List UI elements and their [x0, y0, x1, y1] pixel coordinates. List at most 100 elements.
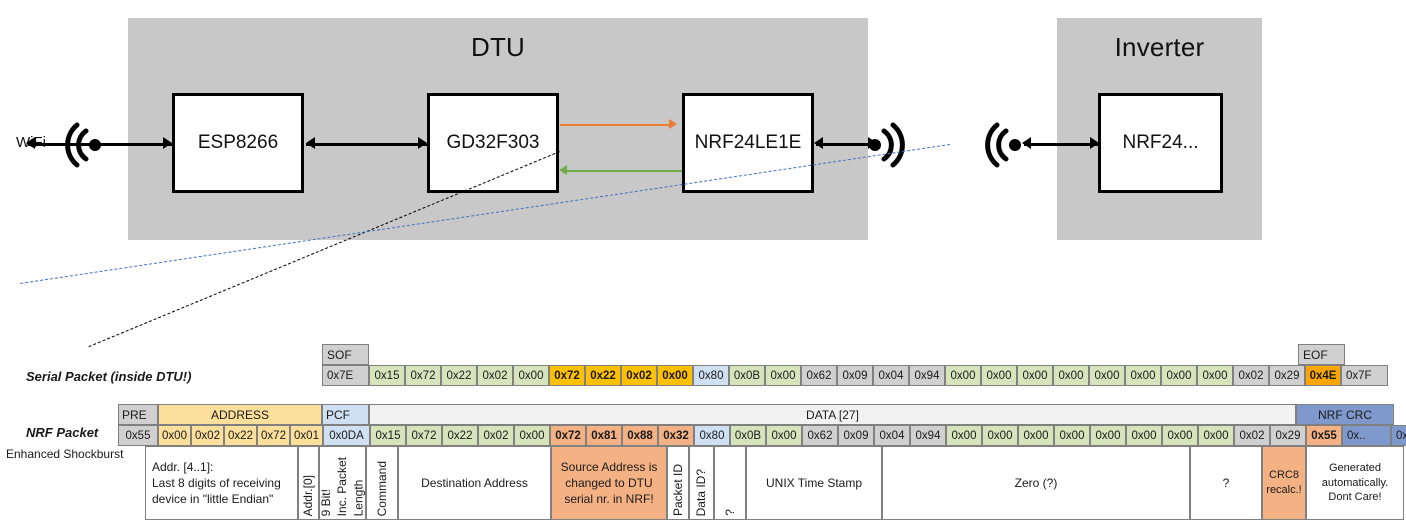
nrf-byte-9: 0x80 [694, 425, 730, 446]
arrowhead-right-esp [163, 137, 172, 149]
rf-antenna-icon-inverter [985, 122, 1021, 168]
nrf-byte-11: 0x00 [766, 425, 802, 446]
desc-addr-4-1: Addr. [4..1]: Last 8 digits of receiving… [145, 446, 298, 520]
chip-nrf24: NRF24... [1098, 93, 1223, 193]
desc-addr-0: Addr.[0] [298, 446, 319, 520]
serial-byte-3: 0x02 [477, 365, 513, 386]
arrowhead-right-dtu-antenna [868, 137, 877, 149]
desc-source-address: Source Address is changed to DTU serial … [551, 446, 667, 520]
nrf-crc-group: 0x..0x.. [1342, 425, 1406, 446]
desc-packet-id: Packet ID [667, 446, 689, 520]
nrf-byte-15: 0x94 [910, 425, 946, 446]
serial-byte-17: 0x00 [981, 365, 1017, 386]
desc-zero: Zero (?) [882, 446, 1190, 520]
nrf-header-pcf: PCF [322, 404, 369, 425]
serial-packet-label: Serial Packet (inside DTU!) [26, 369, 192, 384]
nrf-byte-14: 0x04 [874, 425, 910, 446]
serial-byte-0: 0x15 [369, 365, 405, 386]
serial-sof-header: SOF [322, 344, 369, 365]
link-nrf-antenna [816, 143, 878, 146]
nrf-byte-1: 0x72 [406, 425, 442, 446]
nrf-byte-19: 0x00 [1054, 425, 1090, 446]
link-inverter-antenna-nrf24 [1024, 143, 1100, 146]
nrf-byte-4: 0x00 [514, 425, 550, 446]
arrowhead-right-orange [669, 119, 677, 129]
serial-byte-13: 0x09 [837, 365, 873, 386]
desc-packet-id-label: Packet ID [670, 463, 685, 516]
desc-crc8: CRC8 recalc.! [1262, 446, 1306, 520]
serial-header-row: SOF [322, 344, 369, 365]
serial-byte-12: 0x62 [801, 365, 837, 386]
serial-byte-20: 0x00 [1089, 365, 1125, 386]
desc-command-label: Command [374, 460, 389, 516]
desc-nrf-crc-note-label: Generated automatically. Dont Care! [1321, 461, 1389, 504]
serial-byte-5: 0x72 [549, 365, 585, 386]
chip-esp8266: ESP8266 [172, 93, 304, 193]
serial-byte-10: 0x0B [729, 365, 765, 386]
nrf-byte-25: 0x29 [1270, 425, 1306, 446]
inverter-enclosure: Inverter [1057, 18, 1262, 240]
serial-eof-header: EOF [1298, 344, 1345, 365]
inverter-title: Inverter [1114, 32, 1205, 62]
nrf-pre-value: 0x55 [118, 425, 158, 446]
nrf-header-row: PRE ADDRESS PCF DATA [27] NRF CRC [118, 404, 1394, 425]
serial-byte-19: 0x00 [1053, 365, 1089, 386]
nrf-address-byte-2: 0x22 [224, 425, 257, 446]
serial-byte-7: 0x02 [621, 365, 657, 386]
nrf-address-byte-1: 0x02 [191, 425, 224, 446]
link-nrf-to-gd32-green [566, 170, 682, 172]
serial-byte-4: 0x00 [513, 365, 549, 386]
nrf-header-data: DATA [27] [369, 404, 1296, 425]
arrowhead-right-gd32 [418, 137, 427, 149]
desc-destination-address-label: Destination Address [421, 475, 528, 490]
nrf-pcf-value: 0x0DA [323, 425, 370, 446]
nrf-header-pre: PRE [118, 404, 158, 425]
block-diagram: DTU Inverter WiFi ESP8266 GD32F303 NRF24… [16, 18, 1262, 348]
serial-byte-23: 0x00 [1197, 365, 1233, 386]
nrf-byte-21: 0x00 [1126, 425, 1162, 446]
arrowhead-left-green [559, 165, 567, 175]
desc-unix-time-stamp: UNIX Time Stamp [746, 446, 882, 520]
desc-packet-length: 9 Bit! Inc. Packet Length [319, 446, 366, 520]
serial-byte-14: 0x04 [873, 365, 909, 386]
desc-addr-0-label: Addr.[0] [301, 474, 316, 516]
nrf-byte-16: 0x00 [946, 425, 982, 446]
serial-byte-2: 0x22 [441, 365, 477, 386]
nrf-header-crc: NRF CRC [1296, 404, 1394, 425]
desc-addr-4-1-label: Addr. [4..1]: Last 8 digits of receiving… [152, 459, 281, 507]
desc-data-id: Data ID? [689, 446, 714, 520]
desc-data-id-label: Data ID? [694, 468, 709, 516]
nrf-crc-byte-1: 0x.. [1391, 425, 1406, 446]
serial-byte-6: 0x22 [585, 365, 621, 386]
nrf-address-byte-4: 0x01 [290, 425, 323, 446]
serial-byte-15: 0x94 [909, 365, 945, 386]
chip-nrf24-label: NRF24... [1122, 132, 1199, 153]
serial-byte-1: 0x72 [405, 365, 441, 386]
nrf-byte-6: 0x81 [586, 425, 622, 446]
desc-destination-address: Destination Address [398, 446, 551, 520]
desc-command: Command [366, 446, 398, 520]
link-gd32-to-nrf-orange [560, 124, 674, 126]
arrowhead-left-inverter-antenna [1022, 137, 1031, 149]
chip-gd32f303: GD32F303 [427, 93, 559, 193]
nrf-byte-2: 0x22 [442, 425, 478, 446]
serial-byte-16: 0x00 [945, 365, 981, 386]
chip-nrf24le1e: NRF24LE1E [682, 93, 814, 193]
nrf-byte-13: 0x09 [838, 425, 874, 446]
serial-eof-header-row: EOF [1298, 344, 1345, 365]
link-esp-gd32 [306, 143, 428, 146]
serial-byte-21: 0x00 [1125, 365, 1161, 386]
nrf-byte-23: 0x00 [1198, 425, 1234, 446]
desc-source-address-label: Source Address is changed to DTU serial … [560, 459, 658, 507]
dtu-title: DTU [470, 32, 526, 62]
serial-byte-8: 0x00 [657, 365, 693, 386]
desc-zero-label: Zero (?) [1014, 475, 1058, 490]
nrf-description-row: Addr. [4..1]: Last 8 digits of receiving… [145, 446, 1404, 520]
desc-unix-time-stamp-label: UNIX Time Stamp [765, 475, 863, 490]
serial-sof-value: 0x7E [322, 365, 369, 386]
desc-unknown-1-label: ? [722, 509, 737, 516]
